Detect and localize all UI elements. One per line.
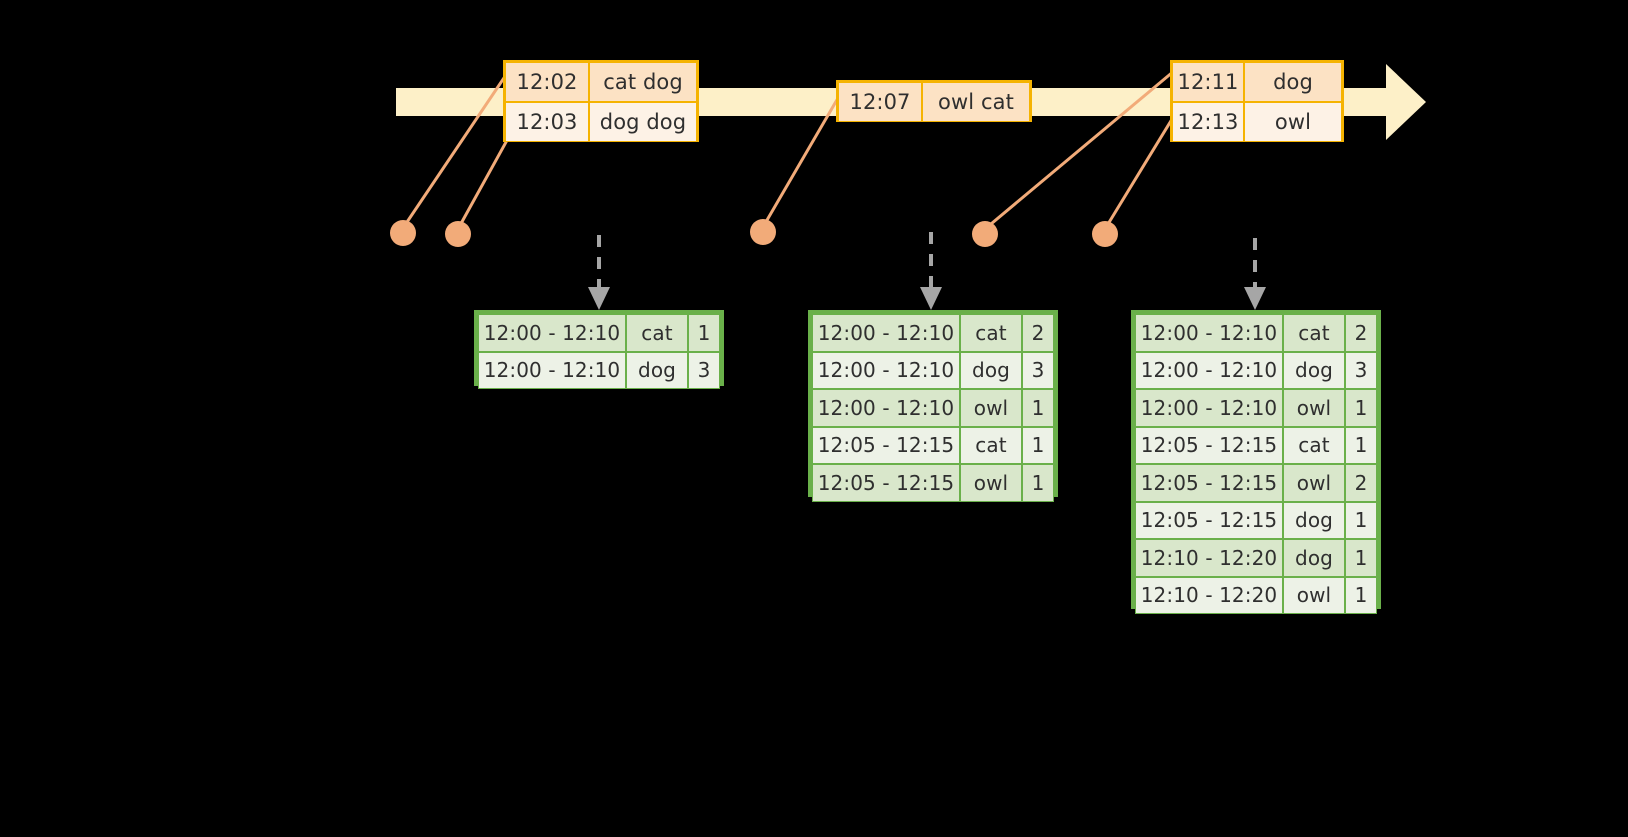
cell-word: owl (960, 389, 1022, 427)
cell-word: cat (1283, 426, 1345, 464)
cell-window: 12:05 - 12:15 (1135, 464, 1283, 502)
cell-count: 1 (1022, 426, 1054, 464)
cell-count: 1 (688, 314, 720, 352)
event-dot-4 (972, 221, 998, 247)
cell-word: dog (1283, 351, 1345, 389)
cell-word: cat (626, 314, 688, 352)
cell-window: 12:10 - 12:20 (1135, 539, 1283, 577)
cell-word: cat (960, 314, 1022, 352)
event-time: 12:03 (506, 103, 590, 141)
event-group-2[interactable]: 12:07 owl cat (836, 80, 1032, 122)
cell-word: owl (1283, 464, 1345, 502)
cell-word: owl (1283, 389, 1345, 427)
cell-window: 12:10 - 12:20 (1135, 576, 1283, 614)
cell-count: 3 (1345, 351, 1377, 389)
cell-count: 1 (1022, 464, 1054, 502)
cell-word: owl (960, 464, 1022, 502)
event-row[interactable]: 12:11 dog (1173, 63, 1341, 101)
cell-window: 12:00 - 12:10 (1135, 351, 1283, 389)
event-time: 12:13 (1173, 103, 1245, 141)
event-row[interactable]: 12:02 cat dog (506, 63, 696, 101)
cell-word: cat (960, 426, 1022, 464)
event-words: owl cat (923, 83, 1029, 121)
cell-count: 1 (1022, 389, 1054, 427)
event-dot-3 (750, 219, 776, 245)
cell-window: 12:00 - 12:10 (1135, 314, 1283, 352)
cell-count: 1 (1345, 501, 1377, 539)
event-words: owl (1245, 103, 1341, 141)
cell-count: 2 (1345, 464, 1377, 502)
cell-count: 1 (1345, 426, 1377, 464)
cell-window: 12:00 - 12:10 (812, 314, 960, 352)
cell-count: 1 (1345, 539, 1377, 577)
cell-word: dog (960, 351, 1022, 389)
cell-window: 12:00 - 12:10 (478, 351, 626, 389)
cell-count: 2 (1022, 314, 1054, 352)
event-row[interactable]: 12:03 dog dog (506, 101, 696, 141)
event-group-3[interactable]: 12:11 dog 12:13 owl (1170, 60, 1344, 142)
cell-window: 12:05 - 12:15 (1135, 426, 1283, 464)
cell-count: 3 (688, 351, 720, 389)
event-group-1[interactable]: 12:02 cat dog 12:03 dog dog (503, 60, 699, 142)
cell-count: 3 (1022, 351, 1054, 389)
event-dot-2 (445, 221, 471, 247)
cell-window: 12:00 - 12:10 (812, 351, 960, 389)
event-dot-5 (1092, 221, 1118, 247)
cell-word: owl (1283, 576, 1345, 614)
event-time: 12:02 (506, 63, 590, 101)
event-dot-1 (390, 220, 416, 246)
cell-window: 12:00 - 12:10 (1135, 389, 1283, 427)
event-row[interactable]: 12:07 owl cat (839, 83, 1029, 121)
cell-window: 12:05 - 12:15 (1135, 501, 1283, 539)
event-row[interactable]: 12:13 owl (1173, 101, 1341, 141)
cell-window: 12:05 - 12:15 (812, 464, 960, 502)
cell-count: 2 (1345, 314, 1377, 352)
cell-word: cat (1283, 314, 1345, 352)
event-words: cat dog (590, 63, 696, 101)
event-words: dog (1245, 63, 1341, 101)
cell-word: dog (1283, 539, 1345, 577)
cell-window: 12:00 - 12:10 (812, 389, 960, 427)
event-time: 12:11 (1173, 63, 1245, 101)
cell-count: 1 (1345, 389, 1377, 427)
cell-word: dog (626, 351, 688, 389)
cell-window: 12:00 - 12:10 (478, 314, 626, 352)
timeline-arrowhead-icon (1386, 64, 1426, 140)
cell-count: 1 (1345, 576, 1377, 614)
event-time: 12:07 (839, 83, 923, 121)
event-words: dog dog (590, 103, 696, 141)
cell-window: 12:05 - 12:15 (812, 426, 960, 464)
cell-word: dog (1283, 501, 1345, 539)
